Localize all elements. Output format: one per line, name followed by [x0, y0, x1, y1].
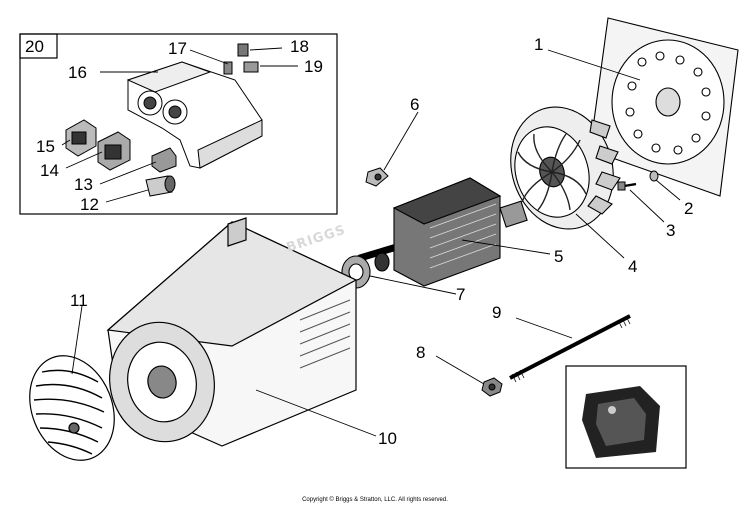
small-part-17 — [223, 61, 233, 75]
callout-18: 18 — [290, 37, 309, 56]
callout-1: 1 — [534, 35, 543, 54]
control-panel-housing — [126, 61, 263, 169]
main-leaders — [71, 49, 681, 437]
nut-8 — [481, 377, 503, 397]
receptacle-15 — [65, 119, 97, 157]
engine-adapter-plate — [589, 17, 739, 197]
watermark: BRIGGS — [285, 223, 348, 256]
callout-4: 4 — [628, 257, 637, 276]
inset-leaders — [61, 47, 298, 203]
callout-12: 12 — [80, 195, 99, 214]
clip-13 — [151, 147, 177, 173]
callout-10: 10 — [378, 429, 397, 448]
through-bolt-9 — [509, 314, 631, 383]
callout-5: 5 — [554, 247, 563, 266]
part-6-clip — [365, 167, 389, 187]
callout-6: 6 — [410, 95, 419, 114]
inset-box-control-panel: 20 — [19, 33, 338, 215]
washer-2 — [649, 170, 659, 182]
callout-14: 14 — [40, 161, 59, 180]
callout-7: 7 — [456, 285, 465, 304]
callout-17: 17 — [168, 39, 187, 58]
callout-15: 15 — [36, 137, 55, 156]
small-part-18 — [237, 43, 249, 57]
inset-box-label: 20 — [25, 37, 44, 56]
bolt-3 — [617, 181, 637, 191]
reference-photo-inset — [565, 365, 687, 469]
callout-13: 13 — [74, 175, 93, 194]
callout-labels: 1 2 3 4 5 6 7 8 9 10 11 12 13 14 15 16 1… — [36, 35, 693, 448]
callout-9: 9 — [492, 303, 501, 322]
small-part-19 — [243, 61, 259, 73]
rotor-assembly — [356, 177, 528, 287]
callout-11: 11 — [70, 291, 88, 310]
callout-2: 2 — [684, 199, 693, 218]
callout-19: 19 — [304, 57, 323, 76]
callout-3: 3 — [666, 221, 675, 240]
bushing-12 — [145, 175, 176, 197]
callout-16: 16 — [68, 63, 87, 82]
receptacle-14 — [97, 131, 131, 171]
callout-8: 8 — [416, 343, 425, 362]
stator-housing — [106, 217, 358, 447]
copyright-notice: Copyright © Briggs & Stratton, LLC. All … — [302, 497, 448, 503]
cooling-fan — [510, 106, 621, 230]
grille-cover — [29, 355, 115, 461]
